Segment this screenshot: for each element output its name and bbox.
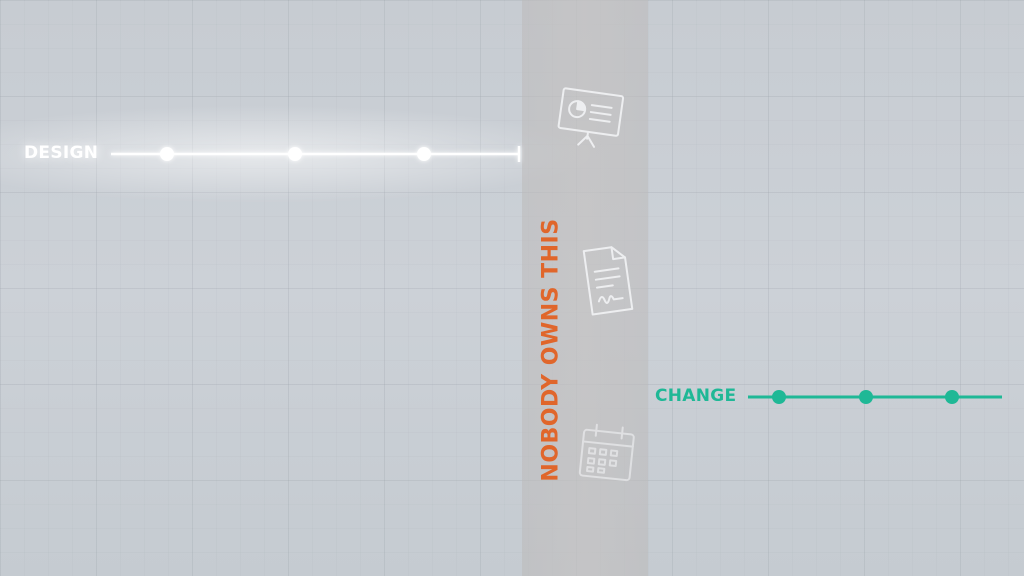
- gap-title: NOBODY OWNS THIS: [538, 218, 564, 482]
- change-label: CHANGE: [655, 386, 737, 406]
- design-label: DESIGN: [24, 143, 99, 163]
- design-milestone: [288, 147, 302, 161]
- change-milestone: [772, 390, 786, 404]
- change-milestone: [859, 390, 873, 404]
- document-icon: [582, 246, 634, 316]
- design-milestone: [160, 147, 174, 161]
- design-milestone: [417, 147, 431, 161]
- change-timeline: [748, 390, 1002, 404]
- design-timeline: [111, 146, 521, 162]
- presentation-icon: [557, 87, 625, 148]
- change-milestone: [945, 390, 959, 404]
- calendar-icon: [578, 423, 635, 482]
